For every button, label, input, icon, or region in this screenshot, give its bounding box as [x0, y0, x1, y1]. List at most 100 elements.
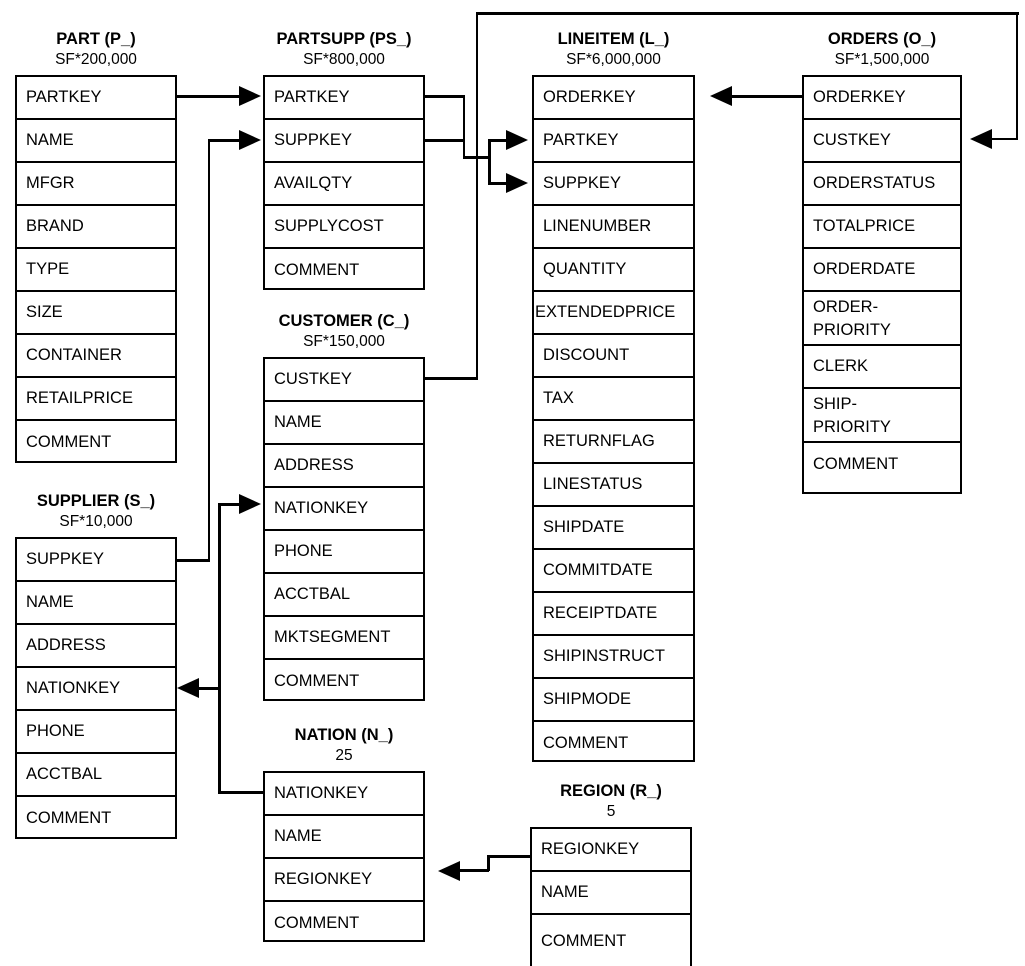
table-row: NAME — [265, 402, 423, 445]
table-row: ACCTBAL — [265, 574, 423, 617]
connector-nation-fanout-vertical — [218, 503, 221, 793]
arrow-icon — [239, 86, 261, 106]
table-row: ORDERSTATUS — [804, 163, 960, 206]
table-cardinality-region: 5 — [606, 803, 616, 820]
connector-customer-orders-seg5 — [992, 137, 1018, 140]
table-row: SUPPKEY — [265, 120, 423, 163]
connector-nation-to-customer — [218, 503, 241, 506]
connector-partsupp-lineitem-to-suppkey — [488, 182, 508, 185]
connector-part-partsupp — [177, 95, 241, 98]
table-row: CUSTKEY — [265, 359, 423, 402]
connector-customer-orders-seg4 — [1015, 12, 1018, 139]
connector-partsupp-lineitem-suppkey-out — [425, 139, 465, 142]
table-row: ACCTBAL — [17, 754, 175, 797]
table-row: PHONE — [17, 711, 175, 754]
table-title-customer: CUSTOMER (C_) — [278, 312, 410, 330]
table-row: AVAILQTY — [265, 163, 423, 206]
table-row: COMMENT — [541, 932, 627, 950]
connector-customer-orders-seg3 — [475, 12, 1019, 15]
table-row: NAME — [17, 582, 175, 625]
table-row: REGIONKEY — [532, 829, 690, 872]
table-row: ORDER- PRIORITY — [804, 292, 960, 346]
table-row: ADDRESS — [265, 445, 423, 488]
table-box-lineitem: ORDERKEY PARTKEY SUPPKEY LINENUMBER QUAN… — [532, 75, 695, 762]
table-box-nation: NATIONKEY NAME REGIONKEY COMMENT — [263, 771, 425, 942]
table-row: NATIONKEY — [265, 773, 423, 816]
table-title-lineitem: LINEITEM (L_) — [557, 30, 670, 48]
table-row: CLERK — [804, 346, 960, 389]
table-cardinality-customer: SF*150,000 — [303, 333, 385, 350]
table-row-line: PRIORITY — [813, 321, 891, 339]
arrow-icon — [506, 173, 528, 193]
table-row: ORDERKEY — [534, 77, 693, 120]
table-row: PARTKEY — [534, 120, 693, 163]
table-row: COMMENT — [274, 261, 360, 279]
table-box-region: REGIONKEY NAME COMMENT — [530, 827, 692, 966]
table-row: LINENUMBER — [534, 206, 693, 249]
table-row: COMMENT — [26, 432, 112, 451]
arrow-icon — [710, 86, 732, 106]
table-row: COMMENT — [274, 913, 360, 932]
arrow-icon — [239, 130, 261, 150]
table-row: DISCOUNT — [534, 335, 693, 378]
table-row: ORDERDATE — [804, 249, 960, 292]
arrow-icon — [506, 130, 528, 150]
table-row: ADDRESS — [17, 625, 175, 668]
table-row: RECEIPTDATE — [534, 593, 693, 636]
table-row-line: PRIORITY — [813, 418, 891, 436]
table-row: COMMENT — [274, 671, 360, 690]
table-title-orders: ORDERS (O_) — [827, 30, 937, 48]
table-row: REGIONKEY — [265, 859, 423, 902]
table-row: SHIPDATE — [534, 507, 693, 550]
connector-customer-orders-seg1 — [425, 377, 478, 380]
arrow-icon — [970, 129, 992, 149]
table-row: MFGR — [17, 163, 175, 206]
table-row: COMMENT — [813, 455, 899, 473]
table-row: COMMENT — [26, 808, 112, 827]
table-row: ORDERKEY — [804, 77, 960, 120]
table-box-partsupp: PARTKEY SUPPKEY AVAILQTY SUPPLYCOST COMM… — [263, 75, 425, 290]
table-row: BRAND — [17, 206, 175, 249]
table-box-orders: ORDERKEY CUSTKEY ORDERSTATUS TOTALPRICE … — [802, 75, 962, 494]
table-cardinality-part: SF*200,000 — [55, 51, 137, 68]
table-row: PHONE — [265, 531, 423, 574]
table-row: EXTENDEDPRICE — [534, 292, 693, 335]
connector-supplier-partsupp-seg1 — [177, 559, 210, 562]
connector-partsupp-lineitem-suppkey-down — [462, 139, 465, 158]
connector-partsupp-lineitem-split — [488, 139, 491, 183]
arrow-icon — [239, 494, 261, 514]
table-row: SUPPLYCOST — [265, 206, 423, 249]
connector-nation-fanout-out — [218, 791, 263, 794]
table-title-part: PART (P_) — [56, 30, 136, 48]
table-box-customer: CUSTKEY NAME ADDRESS NATIONKEY PHONE ACC… — [263, 357, 425, 701]
table-title-nation: NATION (N_) — [294, 726, 394, 744]
table-row: SUPPKEY — [17, 539, 175, 582]
connector-supplier-partsupp-seg3 — [207, 139, 242, 142]
connector-partsupp-lineitem-partkey-down — [462, 95, 465, 158]
connector-region-nation-seg2 — [487, 855, 490, 871]
table-row: SHIPMODE — [534, 679, 693, 722]
table-cardinality-lineitem: SF*6,000,000 — [566, 51, 661, 68]
table-title-supplier: SUPPLIER (S_) — [36, 492, 156, 510]
table-row: NATIONKEY — [17, 668, 175, 711]
table-row: SHIPINSTRUCT — [534, 636, 693, 679]
table-row: CUSTKEY — [804, 120, 960, 163]
table-row: SIZE — [17, 292, 175, 335]
table-row: COMMENT — [543, 733, 629, 752]
connector-partsupp-lineitem-to-partkey — [488, 139, 508, 142]
table-row: MKTSEGMENT — [265, 617, 423, 660]
table-row: PARTKEY — [265, 77, 423, 120]
table-row: NATIONKEY — [265, 488, 423, 531]
arrow-icon — [438, 861, 460, 881]
table-row: SHIP- PRIORITY — [804, 389, 960, 443]
table-row: CONTAINER — [17, 335, 175, 378]
table-row: RETURNFLAG — [534, 421, 693, 464]
table-cardinality-nation: 25 — [335, 747, 353, 764]
table-row: SUPPKEY — [534, 163, 693, 206]
table-row: TOTALPRICE — [804, 206, 960, 249]
table-row-line: ORDER- — [813, 298, 879, 316]
connector-region-nation-seg1 — [487, 855, 530, 858]
connector-region-nation-seg3 — [460, 869, 489, 872]
table-row: RETAILPRICE — [17, 378, 175, 421]
